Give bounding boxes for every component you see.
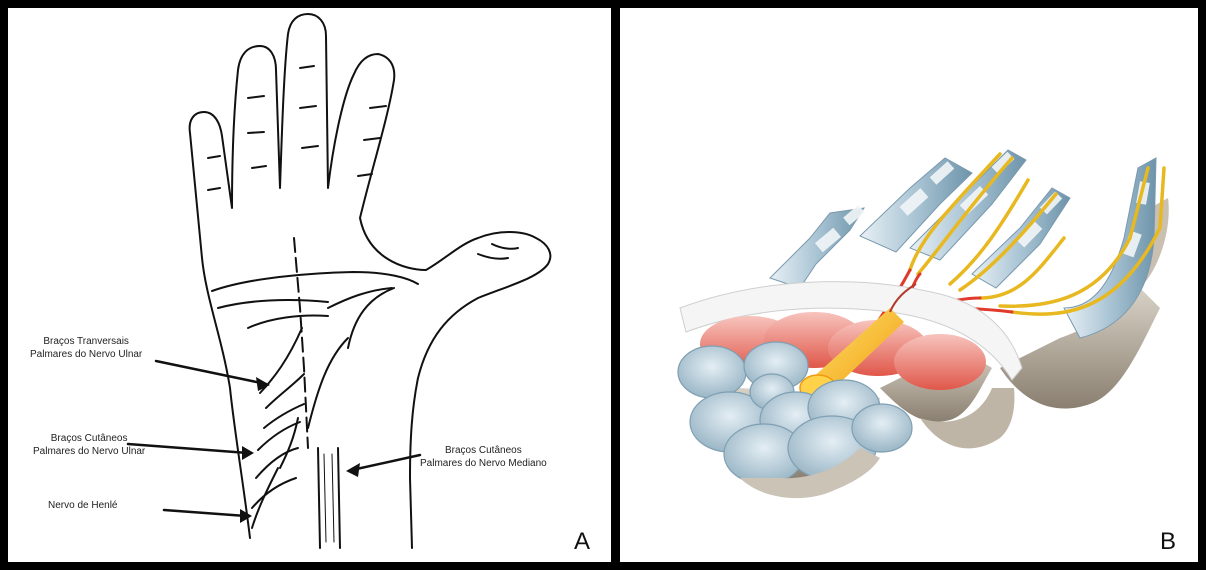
label-henle-text: Nervo de Henlé <box>48 499 117 512</box>
carpal-tunnel-illustration <box>620 8 1198 562</box>
label-cutaneos-mediano-line1: Braços Cutâneos <box>420 444 547 457</box>
panel-a: Braços Tranversais Palmares do Nervo Uln… <box>8 8 611 562</box>
label-henle: Nervo de Henlé <box>48 499 117 512</box>
label-cutaneos-mediano: Braços Cutâneos Palmares do Nervo Median… <box>420 444 547 470</box>
label-cutaneos-ulnar-line1: Braços Cutâneos <box>33 432 145 445</box>
label-transversais-line2: Palmares do Nervo Ulnar <box>30 348 142 361</box>
label-transversais-line1: Braços Tranversais <box>30 335 142 348</box>
label-transversais: Braços Tranversais Palmares do Nervo Uln… <box>30 335 142 361</box>
label-cutaneos-ulnar-line2: Palmares do Nervo Ulnar <box>33 445 145 458</box>
panel-letter-a: A <box>574 528 590 556</box>
panel-letter-b: B <box>1160 528 1176 556</box>
hand-line-drawing <box>8 8 611 562</box>
panel-b: B <box>620 8 1198 562</box>
label-cutaneos-ulnar: Braços Cutâneos Palmares do Nervo Ulnar <box>33 432 145 458</box>
label-cutaneos-mediano-line2: Palmares do Nervo Mediano <box>420 457 547 470</box>
